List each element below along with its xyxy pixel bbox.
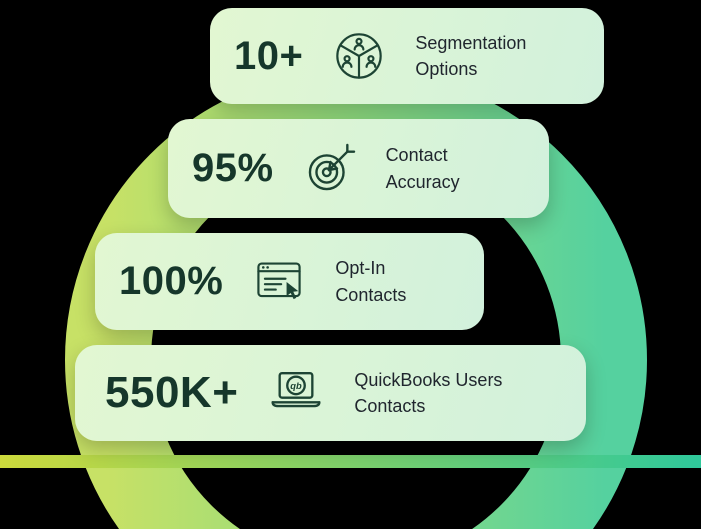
stat-card-opt-in-contacts: 100% Opt-In Contacts <box>95 233 484 330</box>
stat-value: 10+ <box>234 33 304 78</box>
stat-card-contact-accuracy: 95% Contact Accuracy <box>168 119 549 218</box>
stat-label: Segmentation Options <box>415 32 527 79</box>
stat-label: Opt-In Contacts <box>335 258 407 305</box>
qb-badge-text: qb <box>291 381 303 391</box>
stat-value: 550K+ <box>105 368 239 417</box>
stat-card-segmentation-options: 10+ Segmentation Options <box>210 8 604 104</box>
stat-label: QuickBooks Users Contacts <box>354 369 503 416</box>
stat-card-quickbooks-users: 550K+ qb QuickBooks Users Contacts <box>75 345 586 441</box>
stat-value: 95% <box>192 146 274 190</box>
segmentation-icon <box>336 33 383 79</box>
opt-in-form-icon <box>257 262 301 299</box>
quickbooks-laptop-icon: qb <box>271 372 321 408</box>
stat-value: 100% <box>119 259 224 303</box>
bottom-gradient-bar <box>0 455 701 468</box>
stat-label: Contact Accuracy <box>385 145 460 192</box>
target-arrow-icon <box>308 143 355 190</box>
